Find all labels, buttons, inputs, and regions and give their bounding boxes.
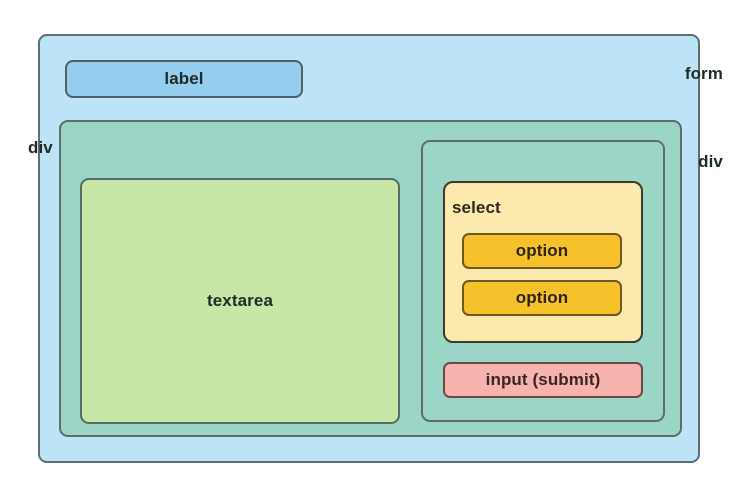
option-tag-label: option (515, 288, 569, 307)
submit-tag-label: input (submit) (485, 370, 601, 389)
form-tag-label: form (684, 64, 723, 83)
select-tag-label: select (452, 198, 501, 217)
option-tag-label: option (515, 241, 569, 260)
textarea-element[interactable]: textarea (80, 178, 400, 424)
label-tag-label: label (164, 69, 204, 88)
label-element[interactable]: label (65, 60, 303, 98)
textarea-tag-label: textarea (206, 291, 273, 310)
div-inner-tag-label: div (698, 152, 723, 171)
option-item[interactable]: option (462, 233, 622, 269)
submit-input-element[interactable]: input (submit) (443, 362, 643, 398)
div-outer-tag-label: div (28, 138, 53, 157)
option-item[interactable]: option (462, 280, 622, 316)
